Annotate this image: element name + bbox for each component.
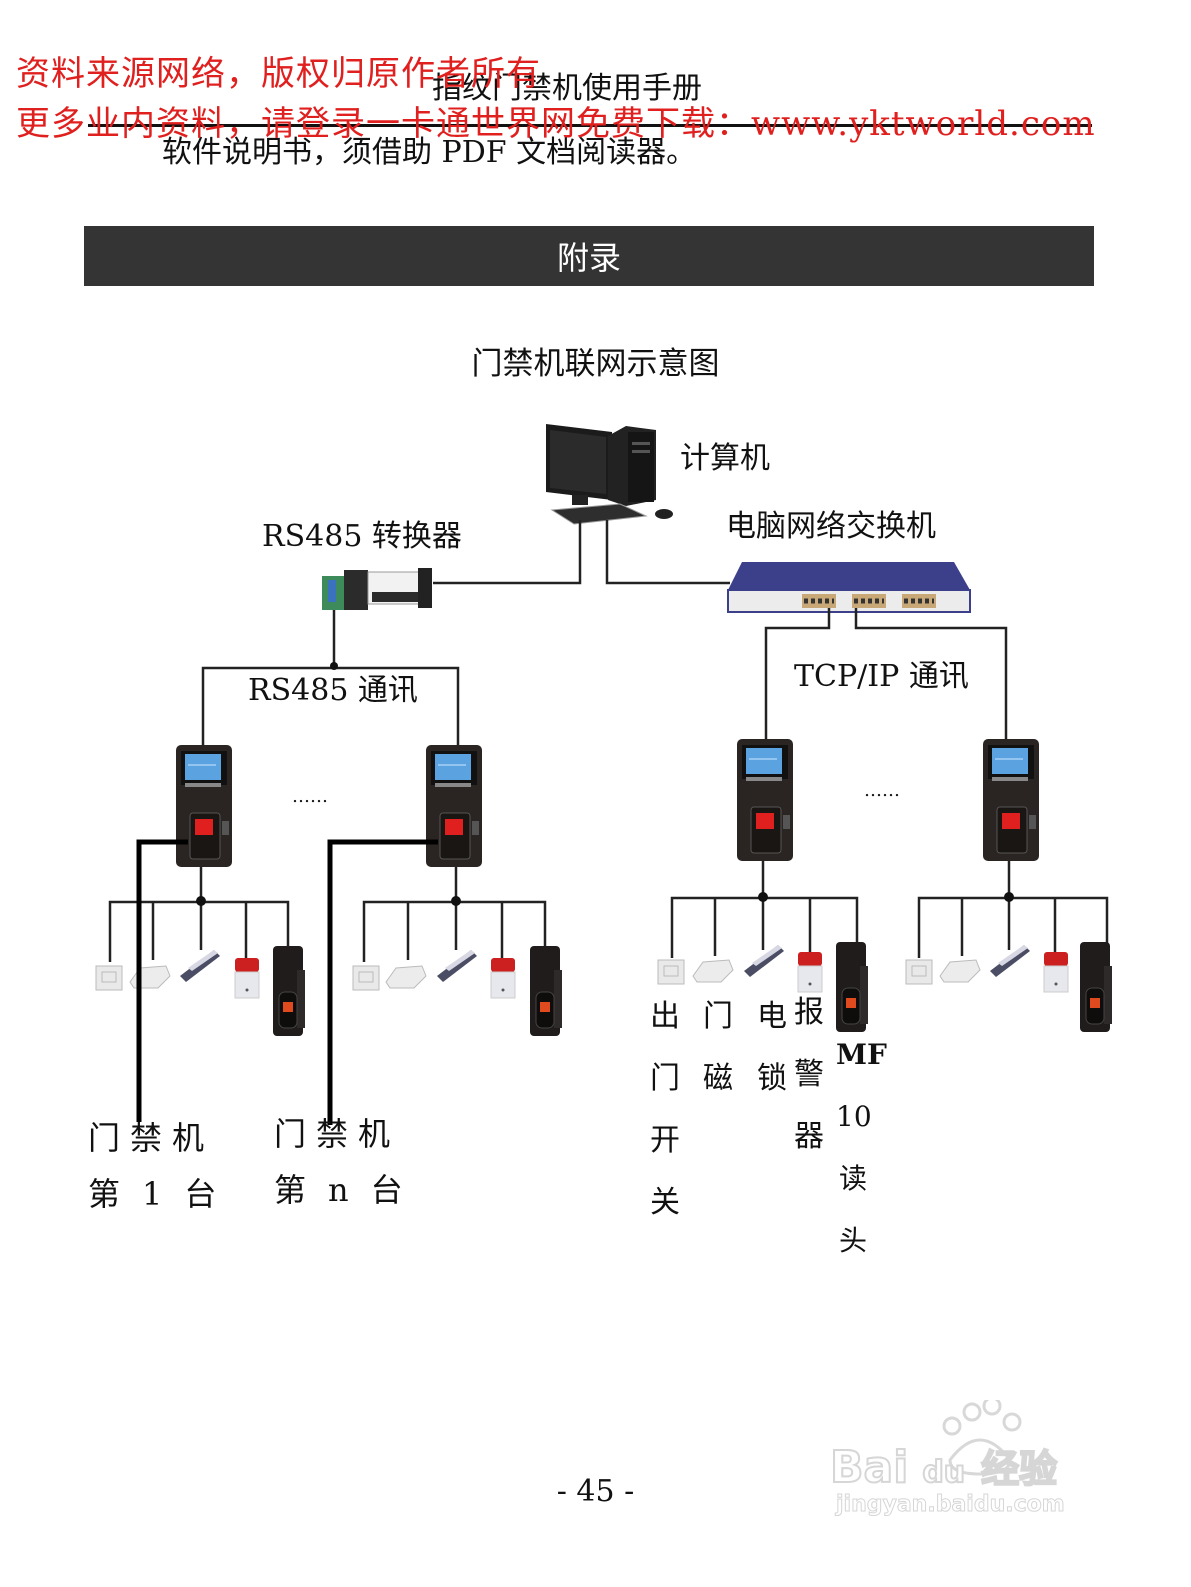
tcpip-bus-label: TCP/IP 通讯: [794, 659, 969, 694]
ellipsis-rs485: ……: [292, 786, 328, 807]
rs485-bus-label: RS485 通讯: [248, 673, 418, 708]
network-switch-label: 电脑网络交换机: [726, 509, 936, 544]
exit-button-icon: [657, 959, 685, 985]
leader-lines: [136, 839, 438, 1125]
alarm-label: 报 警 器: [794, 995, 824, 1154]
exit-button-icon: [905, 959, 933, 985]
terminal-tcp-n-icon: [982, 738, 1040, 862]
paw-icon: [942, 1396, 1022, 1476]
door-sensor-icon: [385, 965, 427, 989]
card-reader-icon: [529, 945, 563, 1037]
unit-1-label: 门 禁 机 第 1 台: [88, 1119, 217, 1213]
connection-lines: [201, 520, 1008, 750]
exit-button-icon: [95, 965, 123, 991]
alarm-icon: [234, 957, 260, 999]
logo-url: jingyan.baidu.com: [836, 1492, 1066, 1518]
unit-n-label: 门 禁 机 第 n 台: [274, 1115, 403, 1209]
rs485-converter-label: RS485 转换器: [262, 519, 462, 554]
alarm-icon: [1043, 951, 1069, 993]
appendix-heading: 附录: [556, 239, 621, 277]
terminal-n-icon: [425, 744, 483, 868]
exit-button-label: 出 门 开 关: [650, 999, 680, 1220]
card-reader-icon: [272, 945, 306, 1037]
electric-lock-label: 电 锁: [757, 999, 787, 1096]
page-number: - 45 -: [556, 1474, 635, 1509]
watermark-line-2: 更多业内资料，请登录一卡通世界网免费下载：www.yktworld.com: [16, 104, 1096, 144]
door-sensor-label: 门 磁: [703, 999, 733, 1096]
door-sensor-icon: [939, 959, 981, 983]
door-sensor-icon: [692, 959, 734, 983]
network-switch-icon: [727, 562, 971, 613]
rs485-converter-icon: [322, 568, 432, 610]
card-reader-icon: [835, 941, 869, 1033]
body-text-line: 软件说明书，须借助 PDF 文档阅读器。: [162, 135, 697, 170]
exit-button-icon: [352, 965, 380, 991]
header-rule: [88, 124, 1092, 127]
electric-lock-icon: [437, 950, 477, 982]
watermark-line-1: 资料来源网络，版权归原作者所有: [16, 54, 541, 94]
ellipsis-tcpip: ……: [864, 780, 900, 801]
alarm-icon: [490, 957, 516, 999]
rs485-junction: [330, 662, 338, 670]
door-sensor-icon: [129, 965, 171, 989]
computer-icon: [546, 424, 673, 525]
mf10-reader-label: MF 10 读 头: [836, 1038, 887, 1257]
electric-lock-icon: [180, 950, 220, 982]
card-reader-icon: [1079, 941, 1113, 1033]
terminal-1-icon: [175, 744, 233, 868]
terminal-tcp-1-icon: [736, 738, 794, 862]
diagram-title: 门禁机联网示意图: [471, 346, 720, 382]
appendix-heading-bar: 附录: [84, 226, 1094, 286]
computer-label: 计算机: [680, 441, 770, 476]
running-header-title: 指纹门禁机使用手册: [432, 71, 702, 106]
